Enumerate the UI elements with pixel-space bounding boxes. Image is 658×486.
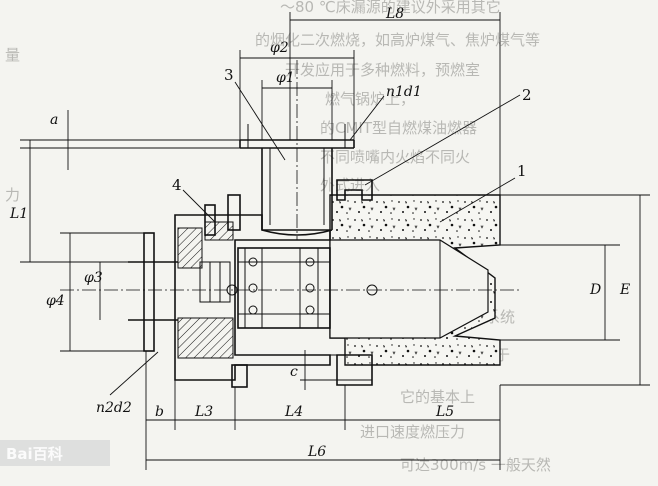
dim-L6: L6 bbox=[307, 444, 326, 460]
svg-text:的CMIT型自燃煤油燃器: 的CMIT型自燃煤油燃器 bbox=[320, 119, 477, 137]
dim-phi4: φ4 bbox=[46, 293, 65, 309]
dimension-labels: L8 φ2 φ1 n1d1 a L1 φ3 φ4 D E c n2d2 b L3… bbox=[9, 6, 630, 460]
part-label-1: 1 bbox=[517, 162, 527, 180]
dim-c: c bbox=[290, 364, 298, 380]
dim-b: b bbox=[155, 404, 164, 420]
svg-text:燃气锅炉上，: 燃气锅炉上， bbox=[325, 90, 415, 108]
steel-bracket bbox=[336, 179, 373, 386]
dim-phi1: φ1 bbox=[276, 70, 295, 86]
dim-n2d2: n2d2 bbox=[96, 400, 132, 416]
dim-D: D bbox=[589, 282, 601, 298]
dim-L5: L5 bbox=[435, 404, 454, 420]
dim-a: a bbox=[50, 112, 58, 128]
dimension-lines bbox=[20, 12, 650, 470]
swirler-assembly bbox=[199, 247, 378, 329]
svg-text:～80 ℃床漏源的建议外采用其它: ～80 ℃床漏源的建议外采用其它 bbox=[280, 0, 501, 16]
dim-n1d1: n1d1 bbox=[386, 84, 422, 100]
svg-text:不同喷嘴内火焰不同火: 不同喷嘴内火焰不同火 bbox=[320, 148, 470, 166]
svg-text:量: 量 bbox=[5, 46, 20, 64]
dim-phi3: φ3 bbox=[84, 270, 103, 286]
svg-text:力: 力 bbox=[5, 186, 20, 204]
watermark: Bai百科 bbox=[0, 440, 110, 466]
svg-text:的烟化二次燃烧，如高炉煤气、焦炉煤气等: 的烟化二次燃烧，如高炉煤气、焦炉煤气等 bbox=[255, 31, 540, 49]
air-casing bbox=[128, 194, 331, 388]
svg-text:开发应用于多种燃料，预燃室: 开发应用于多种燃料，预燃室 bbox=[285, 61, 480, 79]
dim-phi2: φ2 bbox=[270, 40, 289, 56]
dim-L3: L3 bbox=[194, 404, 213, 420]
watermark-text: Bai百科 bbox=[6, 445, 63, 463]
part-numbers: 3 2 1 4 bbox=[172, 66, 532, 194]
part-label-3: 3 bbox=[224, 66, 234, 84]
svg-text:可达300m/s 一般天然: 可达300m/s 一般天然 bbox=[400, 456, 551, 474]
dim-E: E bbox=[619, 282, 630, 298]
dim-L8: L8 bbox=[385, 6, 404, 22]
svg-text:外式进入: 外式进入 bbox=[320, 176, 380, 194]
svg-text:它的基本上: 它的基本上 bbox=[400, 388, 475, 406]
part-label-2: 2 bbox=[522, 86, 532, 104]
dim-L1: L1 bbox=[9, 206, 28, 222]
part-label-4: 4 bbox=[172, 176, 182, 194]
svg-text:进口速度燃压力: 进口速度燃压力 bbox=[360, 423, 465, 441]
dim-L4: L4 bbox=[284, 404, 303, 420]
refractory-body bbox=[329, 194, 501, 366]
